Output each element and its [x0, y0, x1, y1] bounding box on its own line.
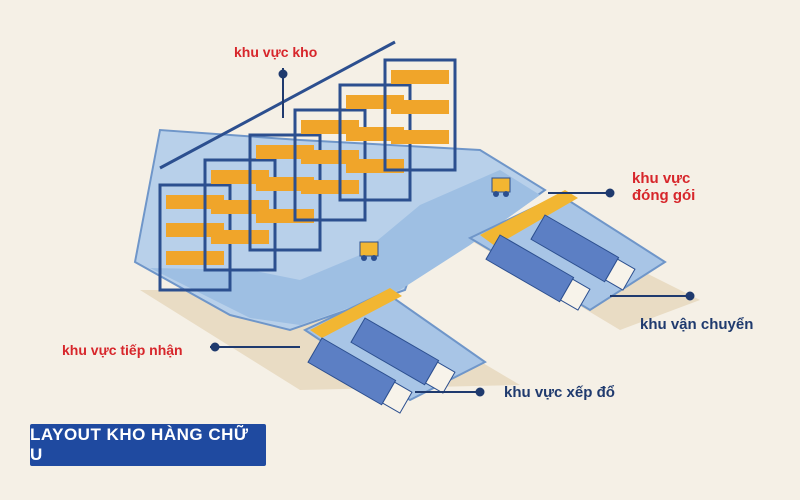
label-receiving: khu vực tiếp nhận	[62, 342, 183, 358]
truck-icon	[350, 317, 456, 394]
forklift-icon	[359, 241, 379, 261]
truck-icon	[485, 234, 591, 311]
label-packing-line2: đóng gói	[632, 187, 696, 205]
truck-icon	[530, 214, 636, 291]
label-packing: khu vực đóng gói	[632, 170, 695, 205]
lower-dock-canopy	[310, 288, 402, 338]
back-wall	[159, 40, 396, 170]
page-title: LAYOUT KHO HÀNG CHỮ U	[30, 425, 249, 464]
truck-icon	[307, 337, 413, 414]
aisle-floor	[150, 170, 540, 325]
forklift-icon	[491, 177, 511, 197]
label-packing-line1: khu vực	[632, 170, 691, 187]
title-banner: LAYOUT KHO HÀNG CHỮ U	[30, 424, 266, 466]
storage-racks	[158, 58, 457, 292]
label-shipping: khu vận chuyển	[640, 316, 754, 333]
label-unloading: khu vực xếp đổ	[504, 384, 615, 401]
callout-lines	[210, 68, 695, 397]
upper-dock-canopy	[480, 190, 578, 246]
label-storage: khu vực kho	[234, 44, 318, 60]
